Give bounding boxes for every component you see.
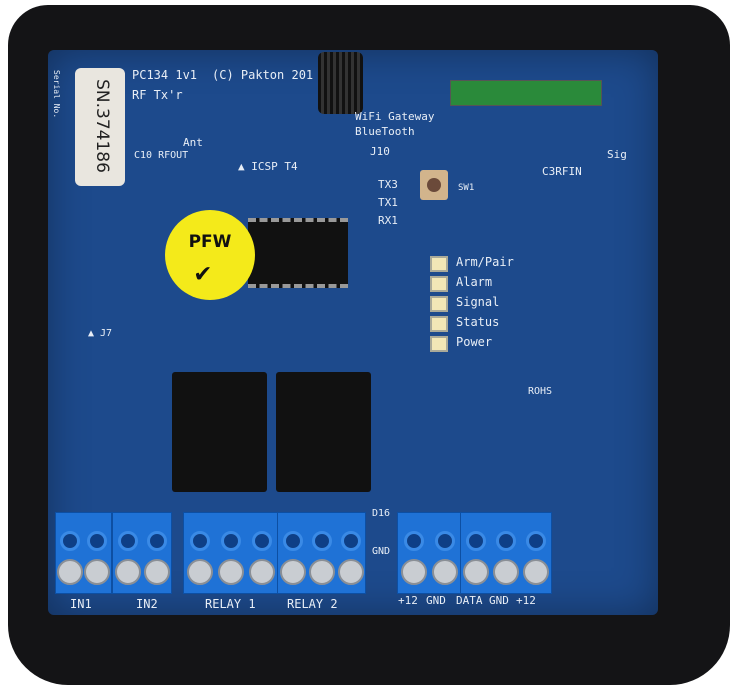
led-label: Alarm [456, 275, 493, 289]
relay-2 [276, 372, 371, 492]
terminal-label: IN2 [136, 597, 158, 611]
sticker-text: PFW [188, 232, 232, 252]
led-indicator [430, 316, 448, 332]
rf-module [450, 80, 602, 106]
terminal-label: IN1 [70, 597, 92, 611]
terminal-label: RELAY 2 [287, 597, 338, 611]
wire-hole [403, 531, 424, 551]
wire-hole [466, 531, 486, 551]
screw-icon[interactable] [431, 559, 458, 585]
sw1-label: SW1 [458, 183, 475, 193]
icsp-label: ▲ ICSP T4 [238, 160, 298, 173]
terminal-label: +12 [516, 594, 536, 607]
tx1-label: TX1 [378, 196, 398, 209]
led-indicator [430, 296, 448, 312]
screw-icon[interactable] [337, 559, 364, 585]
screw-icon[interactable] [308, 559, 335, 585]
wire-hole [251, 531, 272, 551]
j7-label: ▲ J7 [88, 328, 113, 339]
screw-icon[interactable] [493, 559, 519, 585]
d16-label: D16 [372, 508, 391, 519]
terminal-block [112, 512, 172, 594]
sig-label: Sig [607, 148, 627, 161]
screw-icon[interactable] [523, 559, 549, 585]
screw-icon[interactable] [114, 559, 141, 585]
screw-icon[interactable] [217, 559, 244, 585]
j10-label: J10 [370, 145, 390, 158]
wire-hole [117, 531, 138, 551]
led-indicator [430, 336, 448, 352]
terminal-block [55, 512, 112, 594]
antenna-coil [318, 52, 363, 114]
screw-icon[interactable] [56, 559, 83, 585]
terminal-block [183, 512, 278, 594]
rx1-label: RX1 [378, 214, 398, 227]
check-icon: ✔ [195, 258, 211, 288]
tx3-label: TX3 [378, 178, 398, 191]
rfout-label: C10 RFOUT [134, 150, 189, 161]
sw1-button[interactable] [420, 170, 448, 200]
led-indicator [430, 256, 448, 272]
led-label: Status [456, 315, 500, 329]
wire-hole [434, 531, 455, 551]
ant-label: Ant [183, 136, 203, 149]
wire-hole [59, 531, 80, 551]
wire-hole [87, 531, 108, 551]
terminal-label: RELAY 1 [205, 597, 256, 611]
terminal-block [277, 512, 366, 594]
pfw-sticker: PFW ✔ [165, 210, 255, 300]
terminal-label: +12 [398, 594, 418, 607]
led-label: Signal [456, 295, 500, 309]
terminal-block [397, 512, 461, 594]
led-label: Power [456, 335, 493, 349]
wire-hole [311, 531, 332, 551]
wire-hole [496, 531, 516, 551]
rf-tx-label: RF Tx'r [132, 88, 183, 102]
wire-hole [146, 531, 167, 551]
rohs-label: ROHS [528, 386, 553, 397]
wire-hole [282, 531, 303, 551]
terminal-label: GND [489, 594, 509, 607]
copyright-label: (C) Pakton 201 [212, 68, 314, 82]
wire-hole [189, 531, 210, 551]
serial-number: SN.374186 [92, 79, 112, 173]
screw-icon[interactable] [143, 559, 170, 585]
serial-label: SN.374186 [75, 68, 125, 186]
screw-icon[interactable] [279, 559, 306, 585]
model-label: PC134 1v1 [132, 68, 198, 82]
ic-chip [248, 218, 348, 288]
wire-hole [340, 531, 361, 551]
relay-1 [172, 372, 267, 492]
wire-hole [220, 531, 241, 551]
terminal-label: GND [426, 594, 446, 607]
serial-caption: Serial No. [52, 70, 61, 119]
screw-icon[interactable] [400, 559, 427, 585]
bluetooth-label: BlueTooth [355, 125, 415, 138]
terminal-block [460, 512, 552, 594]
wire-hole [526, 531, 546, 551]
led-indicator [430, 276, 448, 292]
led-label: Arm/Pair [456, 255, 514, 269]
screw-icon[interactable] [463, 559, 489, 585]
terminal-label: DATA [456, 594, 483, 607]
rfin-label: C3RFIN [542, 165, 582, 178]
screw-icon[interactable] [186, 559, 213, 585]
screw-icon[interactable] [84, 559, 111, 585]
wifi-label: WiFi Gateway [355, 110, 435, 123]
gnd-pad-label: GND [372, 546, 391, 557]
screw-icon[interactable] [248, 559, 275, 585]
